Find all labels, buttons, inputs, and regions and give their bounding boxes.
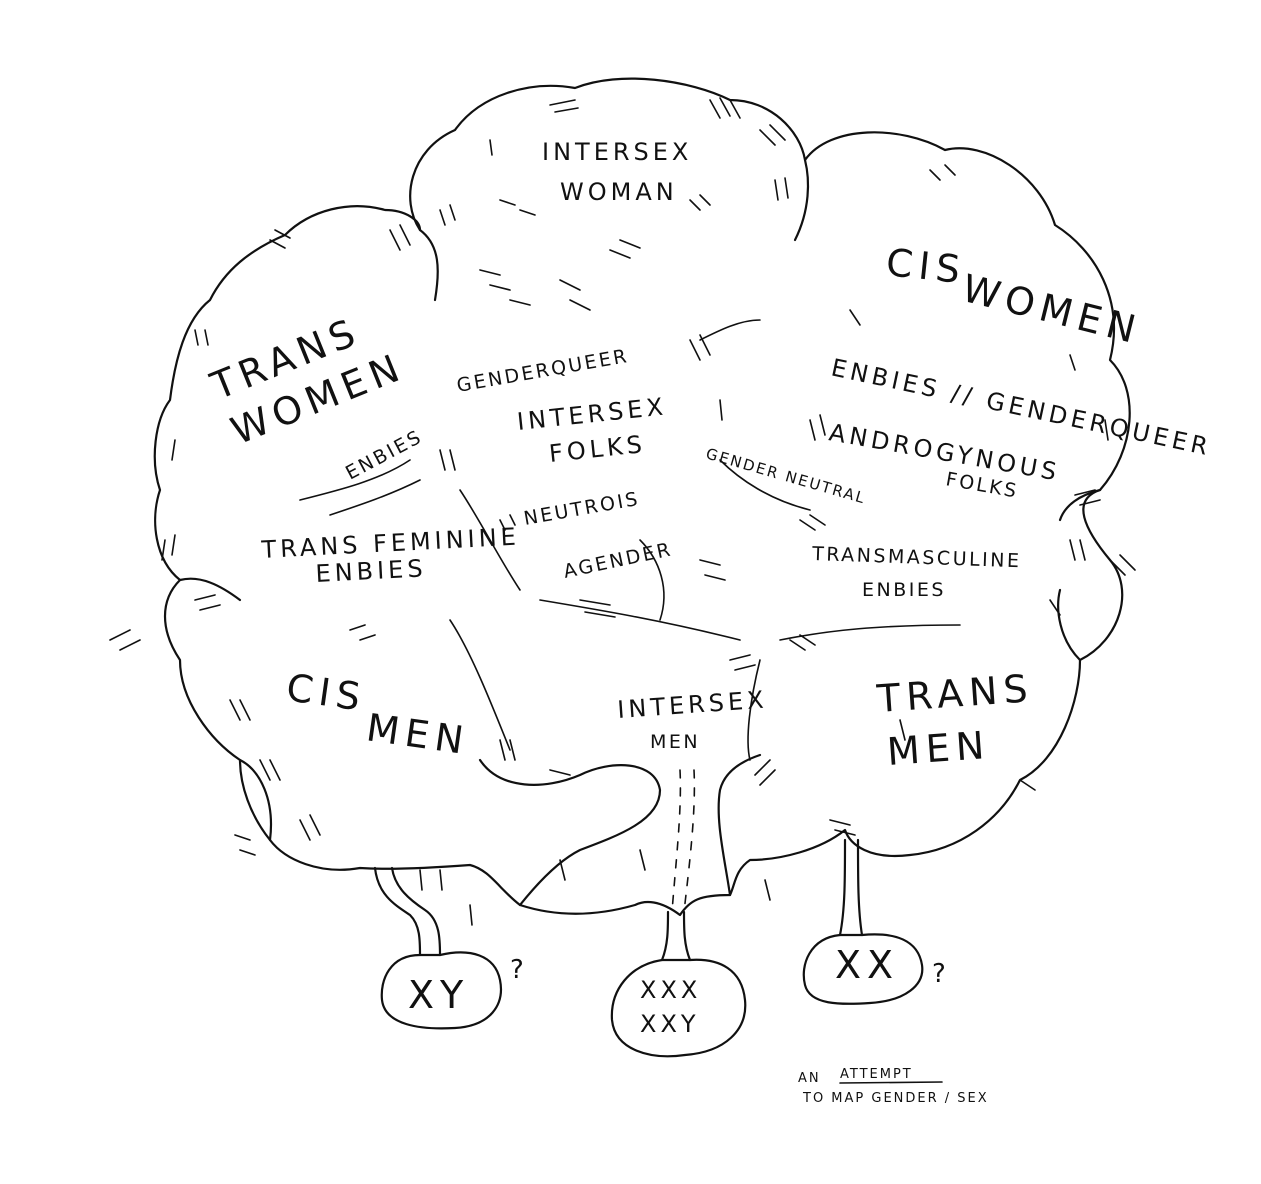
intersex-men-line2: MEN (650, 731, 700, 753)
cis-men-line1: CIS (284, 665, 369, 720)
canopy-outline (153, 77, 1131, 917)
xy-label: XY (408, 973, 469, 1017)
neutrois-label: NEUTROIS (522, 488, 642, 530)
root-labels: XY ? XXX XXY XX ? (408, 943, 952, 1038)
cis-women-line2: WOMEN (958, 266, 1146, 353)
intersex-folks-line2: FOLKS (548, 430, 647, 468)
agender-label: AGENDER (561, 538, 674, 583)
xxx-label: XXX (640, 976, 701, 1004)
transmasculine-enbies-line1: TRANSMASCULINE (811, 543, 1022, 572)
interior-dividers (299, 319, 961, 761)
caption: AN ATTEMPT TO MAP GENDER / SEX (798, 1067, 989, 1106)
caption-prefix: AN (798, 1071, 821, 1086)
caption-line2: TO MAP GENDER / SEX (802, 1091, 989, 1106)
xxy-label: XXY (640, 1010, 700, 1038)
trans-men-line2: MEN (886, 723, 992, 774)
xx-label: XX (835, 943, 899, 987)
genderqueer-label: GENDERQUEER (455, 345, 631, 397)
intersex-folks-line1: INTERSEX (516, 392, 668, 436)
xx-blob (802, 933, 924, 1005)
intersex-woman-line1: INTERSEX (542, 138, 692, 166)
trans-men-line1: TRANS (875, 666, 1035, 721)
cis-women-line1: CIS (884, 240, 968, 292)
caption-underline (839, 1081, 943, 1084)
enbies-left-label: ENBIES (342, 426, 426, 485)
intersex-woman-line2: WOMAN (560, 178, 678, 206)
xy-blob (380, 951, 502, 1030)
region-labels: INTERSEX WOMAN TRANS WOMEN CIS WOMEN GEN… (204, 138, 1214, 774)
caption-emphasis: ATTEMPT (840, 1067, 913, 1082)
hatching (109, 97, 1136, 926)
transfeminine-enbies-line2: ENBIES (315, 554, 427, 588)
cis-men-line2: MEN (364, 705, 472, 763)
roots (373, 769, 864, 962)
androgynous-folks-line1: ANDROGYNOUS (827, 418, 1062, 486)
xx-question-mark: ? (932, 959, 952, 989)
xy-question-mark: ? (510, 955, 530, 985)
transmasculine-enbies-line2: ENBIES (862, 579, 946, 601)
gender-neutral-label: GENDER NEUTRAL (704, 445, 868, 508)
intersex-men-line1: INTERSEX (616, 686, 768, 724)
xxx-xxy-blob (610, 958, 747, 1058)
